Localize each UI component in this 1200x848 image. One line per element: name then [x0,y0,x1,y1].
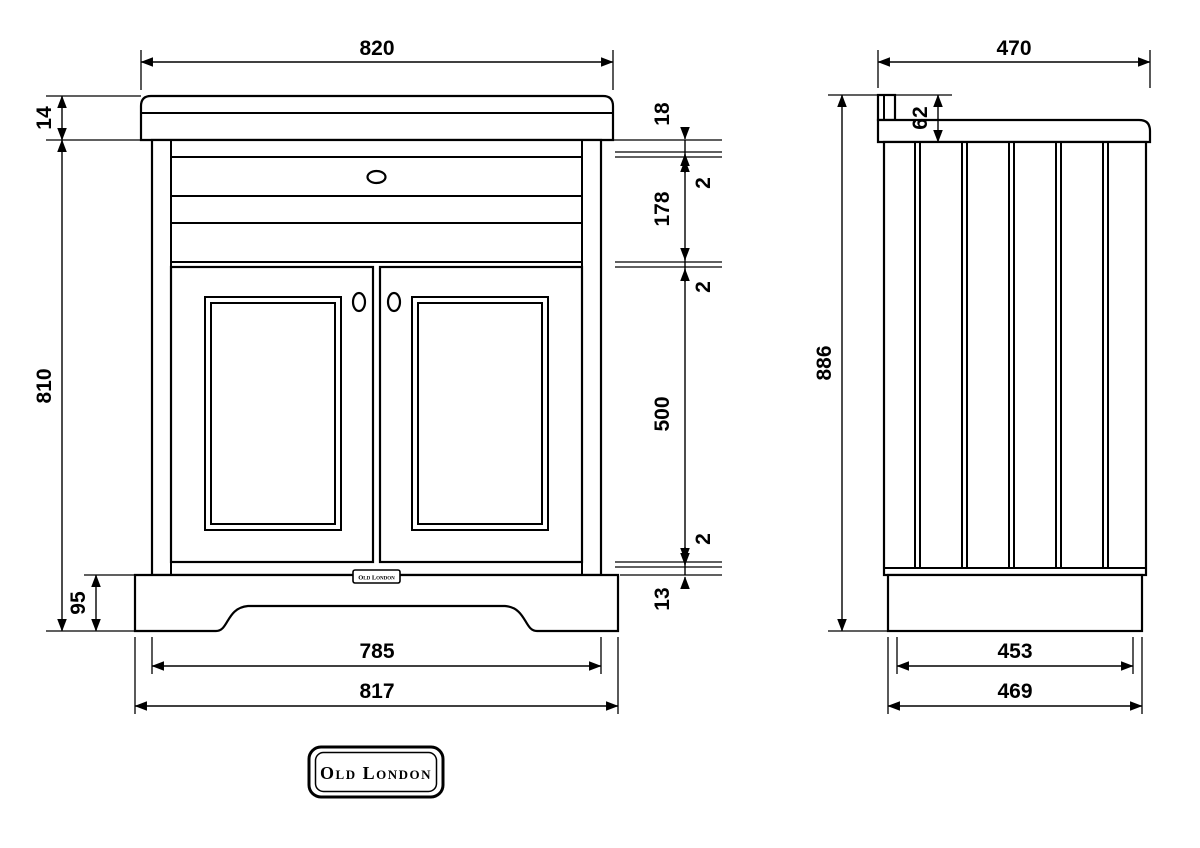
side-upstand [876,93,897,122]
dim-gap1-label: 2 [692,177,715,189]
side-slat-lines [914,142,1109,568]
dim-14-ext-lines [46,95,141,141]
dim-500-label: 500 [651,396,674,431]
front-view: Old London 820 14 810 95 [33,37,722,714]
front-dimensions: 820 14 810 95 18 [33,37,722,714]
dim-817-ext-lines [134,637,619,714]
dim-820-label: 820 [359,37,394,60]
dim-95-label: 95 [67,591,90,615]
logo-inner-border [314,751,438,793]
front-left-door [169,265,375,564]
dim-gap2-label: 2 [692,281,715,293]
dim-gap3-label: 2 [692,533,715,545]
logo-text: Old London [320,763,432,783]
front-name-plate [352,569,401,584]
front-right-door-panel-outer [411,296,549,531]
dim-785-label: 785 [359,640,394,663]
dim-886-ext-lines [828,94,888,632]
dim-470-label: 470 [996,37,1031,60]
dim-13-label: 13 [651,587,674,610]
dim-886-label: 886 [813,345,836,380]
dim-817-label: 817 [359,680,394,703]
dim-14-label: 14 [33,106,56,130]
dim-820-ext-lines [140,50,614,90]
dim-178-label: 178 [651,191,674,226]
front-right-door-panel-inner [417,302,543,525]
side-cabinet-drawing [876,93,1152,633]
front-right-door-handle [386,291,402,313]
dim-469-ext-lines [887,637,1143,714]
side-dimensions: 470 62 886 453 469 [813,37,1151,714]
dim-810-label: 810 [33,368,56,403]
logo-outer-border [307,745,445,799]
chain-ext-lines [613,139,722,576]
front-plinth [133,573,620,633]
front-right-door [378,265,584,564]
front-cabinet-drawing: Old London [133,94,620,633]
dim-453-label: 453 [997,640,1032,663]
dim-469-label: 469 [997,680,1032,703]
side-plinth [886,573,1144,633]
front-drawer-knob [366,169,387,185]
dim-470-ext-lines [877,50,1151,88]
dim-18-label: 18 [651,102,674,126]
logo-badge: Old London [307,745,445,799]
front-worktop [139,94,615,142]
side-view: 470 62 886 453 469 [813,37,1152,714]
side-worktop [876,118,1152,144]
front-left-door-panel-inner [210,302,336,525]
dim-62-label: 62 [909,106,932,129]
front-left-door-handle [351,291,367,313]
front-left-door-panel-outer [204,296,342,531]
front-name-plate-label: Old London [358,575,395,582]
